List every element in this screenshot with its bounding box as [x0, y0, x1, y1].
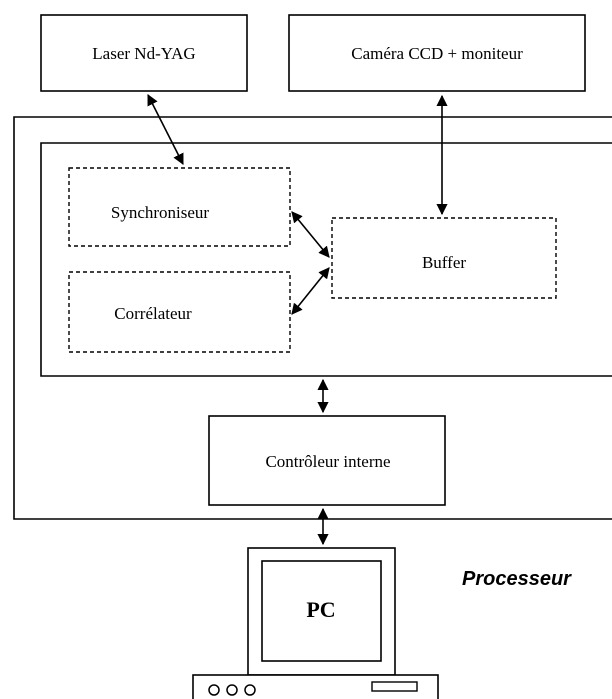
arrow-synchroniser-buffer — [291, 211, 330, 258]
camera-box: Caméra CCD + moniteur — [288, 14, 586, 92]
laser-box: Laser Nd-YAG — [40, 14, 248, 92]
controller-label: Contrôleur interne — [265, 452, 390, 471]
processor-label: Processeur — [462, 568, 572, 590]
synchroniser-label: Synchroniseur — [111, 203, 210, 222]
controller-box: Contrôleur interne — [208, 415, 446, 506]
correlator-box: Corrélateur — [68, 271, 291, 353]
camera-label: Caméra CCD + moniteur — [351, 44, 523, 63]
buffer-box: Buffer — [331, 217, 557, 299]
pc-computer: PC — [192, 547, 439, 699]
pc-button-circle-2 — [226, 684, 238, 696]
arrow-laser-synchroniser — [147, 94, 184, 165]
pc-drive-slot — [371, 681, 418, 692]
correlator-label: Corrélateur — [114, 304, 192, 323]
synchroniser-box: Synchroniseur — [68, 167, 291, 247]
inner-processing-block — [40, 142, 612, 377]
laser-label: Laser Nd-YAG — [92, 44, 195, 63]
pc-button-circle-1 — [208, 684, 220, 696]
buffer-label: Buffer — [422, 253, 466, 272]
arrow-correlator-buffer — [291, 267, 330, 315]
pc-label: PC — [306, 597, 335, 622]
pc-button-circle-3 — [244, 684, 256, 696]
pc-monitor-screen — [261, 560, 382, 662]
